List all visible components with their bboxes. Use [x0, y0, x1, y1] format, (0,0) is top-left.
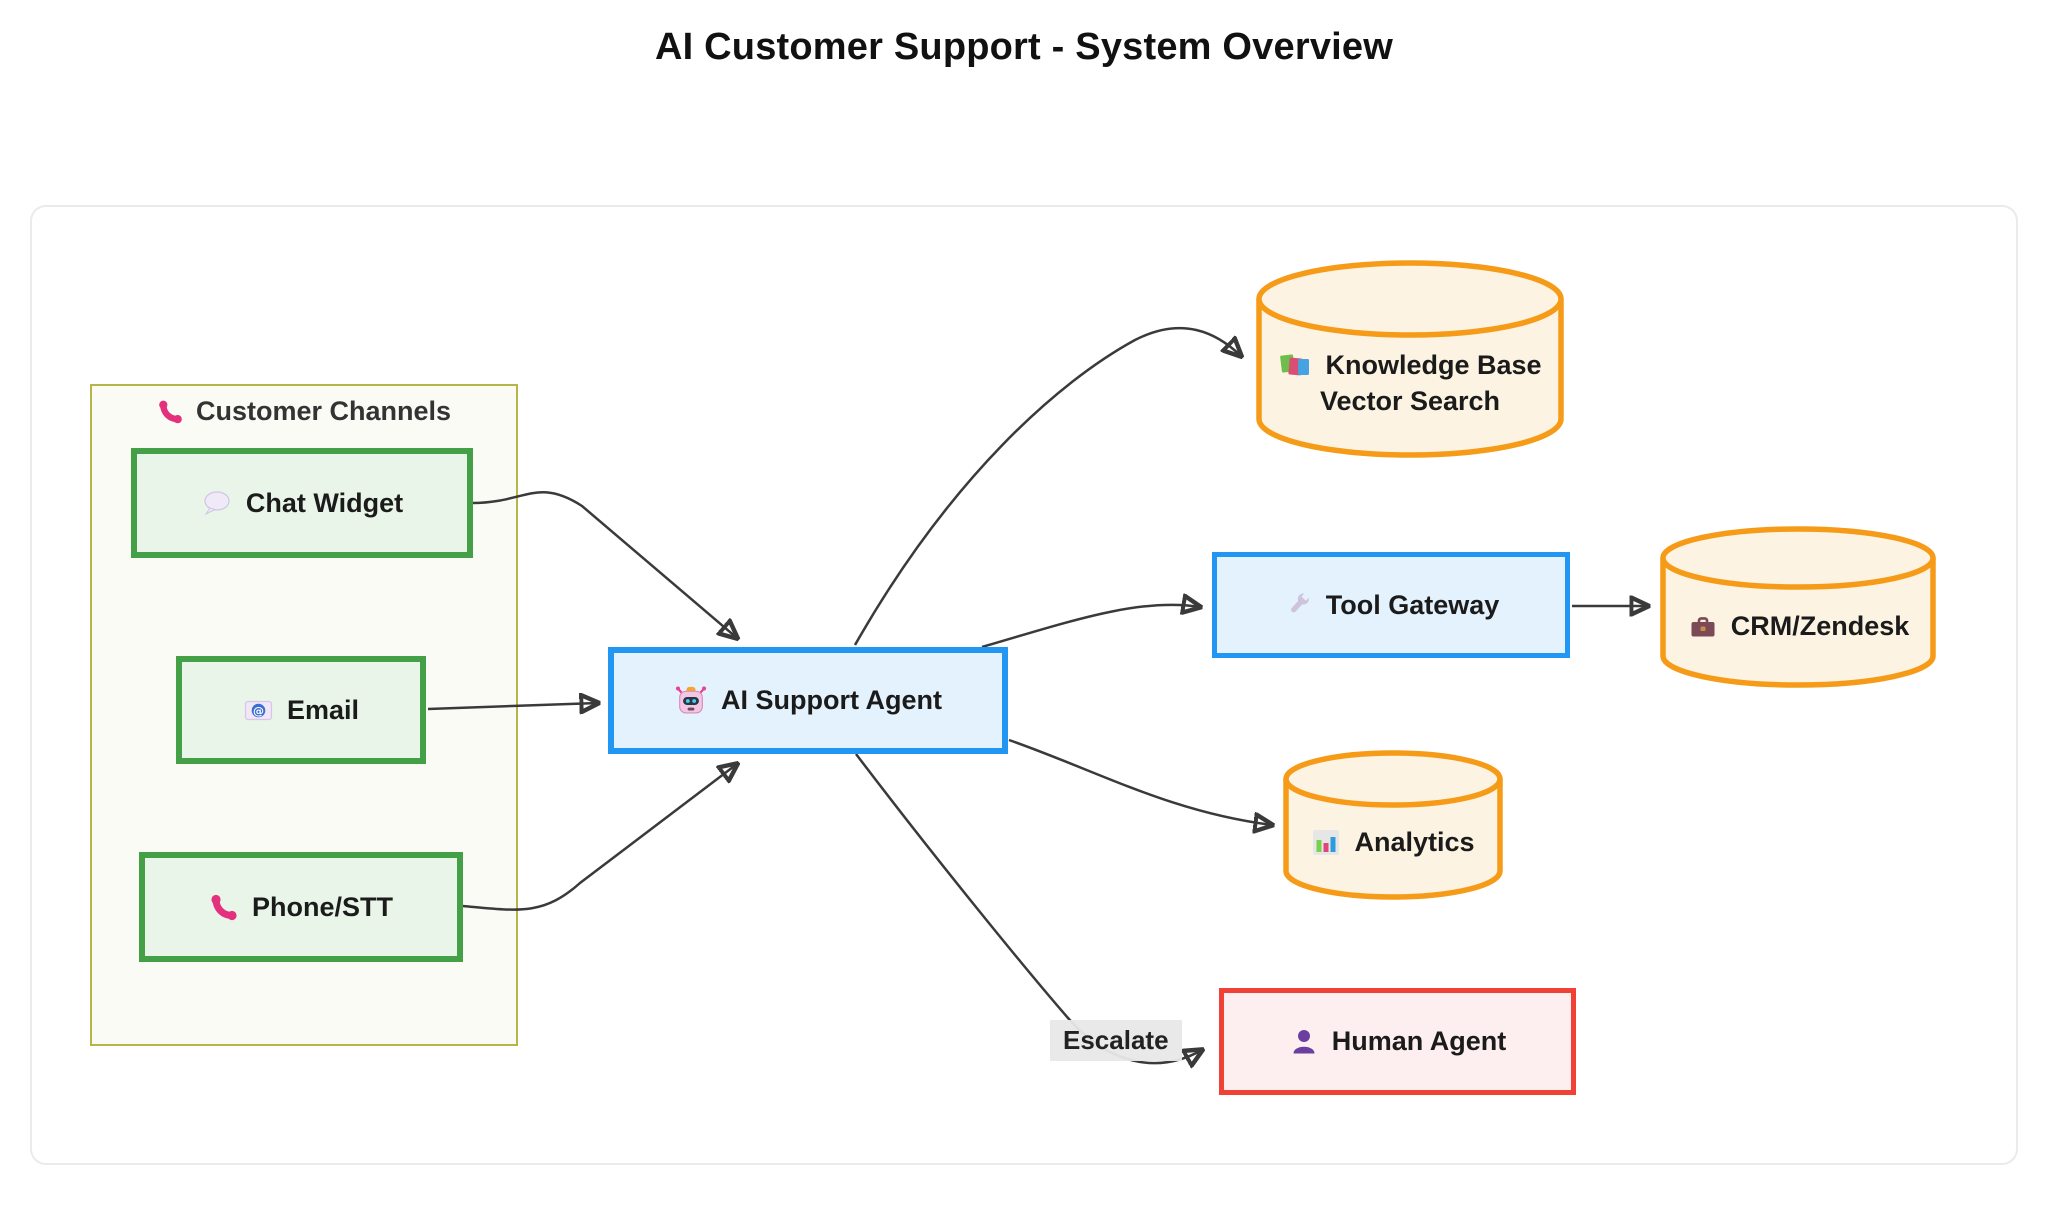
- node-label: AI Support Agent: [721, 685, 942, 715]
- node-email: @ Email: [176, 656, 426, 764]
- phone-icon: [211, 894, 237, 921]
- subgraph-label-text: Customer Channels: [195, 395, 452, 426]
- node-label: Email: [286, 694, 360, 725]
- node-knowledge-base: Knowledge Base Vector Search: [1256, 260, 1564, 458]
- cylinder-shape: [1256, 260, 1564, 458]
- node-label: Tool Gateway: [1325, 589, 1500, 620]
- email-icon: @: [244, 700, 273, 721]
- edge-label-escalate: Escalate: [1050, 1020, 1182, 1061]
- bar-chart-icon: [1313, 830, 1340, 855]
- node-label: Chat Widget: [245, 487, 404, 518]
- edge-agent-to-analytics: [1008, 738, 1272, 825]
- node-chat-widget: Chat Widget: [131, 448, 473, 558]
- person-icon: [1293, 1029, 1315, 1053]
- node-label: CRM/Zendesk: [1730, 610, 1910, 641]
- briefcase-icon: [1691, 617, 1715, 637]
- edge-email-to-agent: [427, 703, 598, 709]
- edge-phone-to-agent: [462, 764, 737, 911]
- node-ai-support-agent: AI Support Agent: [608, 647, 1008, 754]
- subgraph-customer-channels-label: Customer Channels: [90, 390, 518, 432]
- cylinder-shape: [1660, 526, 1936, 688]
- phone-icon: [159, 400, 182, 423]
- robot-icon: [675, 685, 707, 713]
- edge-agent-to-tool: [981, 605, 1200, 649]
- edge-agent-to-human: [855, 753, 1202, 1063]
- svg-text:@: @: [253, 704, 264, 717]
- diagram-title: AI Customer Support - System Overview: [654, 26, 1394, 68]
- node-human-agent: Human Agent: [1219, 988, 1576, 1095]
- books-icon: [1280, 353, 1310, 375]
- node-label-line1: Knowledge Base: [1325, 350, 1542, 380]
- node-label: Human Agent: [1331, 1026, 1507, 1056]
- node-label: Analytics: [1354, 826, 1475, 857]
- edge-agent-to-kb: [853, 326, 1241, 646]
- node-label-line2: Vector Search: [1319, 385, 1501, 416]
- wrench-icon: [1290, 591, 1310, 613]
- edge-chat-to-agent: [472, 491, 737, 638]
- node-tool-gateway: Tool Gateway: [1212, 552, 1570, 658]
- node-crm-zendesk: CRM/Zendesk: [1660, 526, 1936, 688]
- node-label: Phone/STT: [252, 891, 393, 922]
- speech-bubble-icon: [204, 491, 230, 516]
- node-analytics: Analytics: [1283, 750, 1503, 900]
- cylinder-shape: [1283, 750, 1503, 900]
- node-phone-stt: Phone/STT: [139, 852, 463, 962]
